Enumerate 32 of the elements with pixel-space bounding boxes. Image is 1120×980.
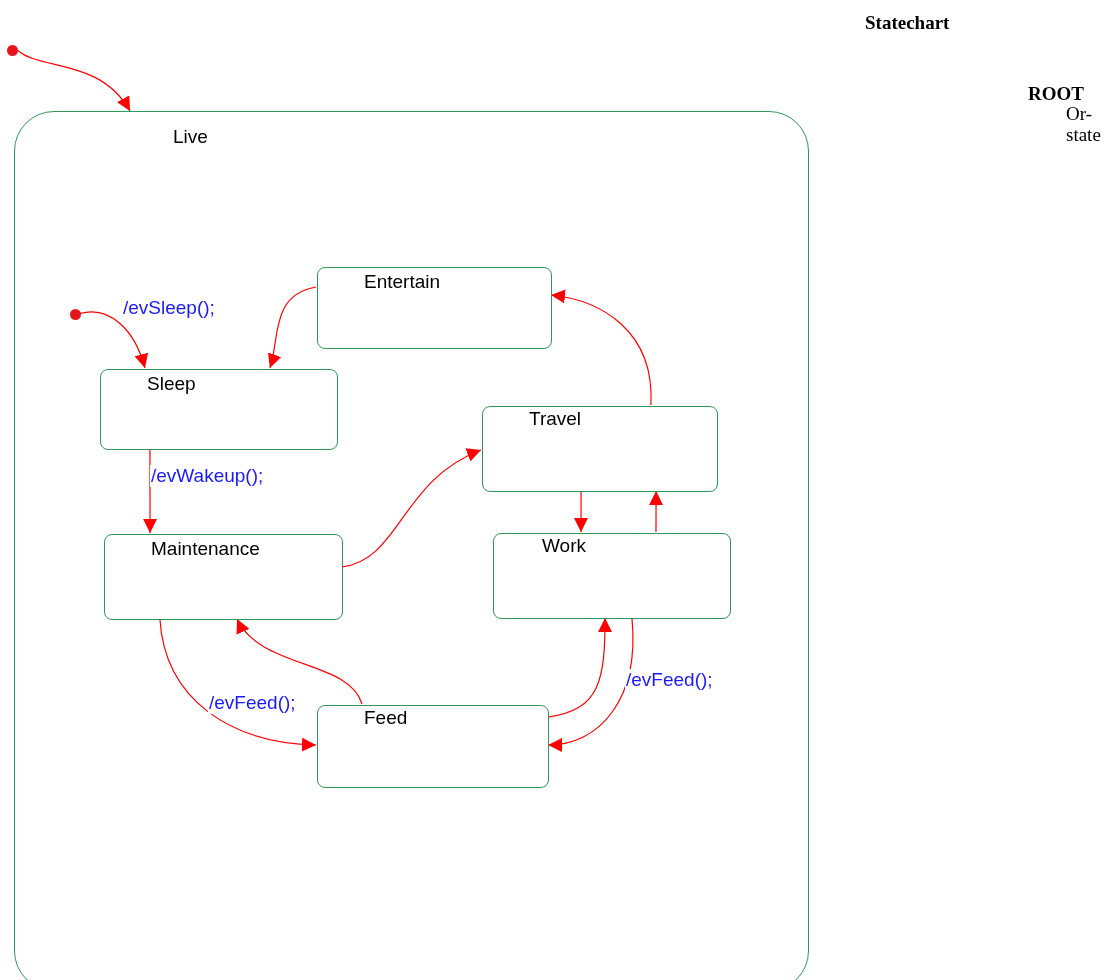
- state-box: [317, 267, 552, 349]
- transition-arrow: [341, 449, 482, 568]
- transition-arrow: [79, 311, 148, 369]
- state-name: ROOT: [1028, 83, 1084, 105]
- state-type-note: Or-state: [1066, 103, 1102, 145]
- initial-state-dot: [7, 45, 18, 56]
- transition-arrow: [159, 618, 317, 752]
- state-box: [100, 369, 338, 450]
- transition-arrow: [550, 290, 652, 406]
- state-name: Maintenance: [151, 538, 260, 560]
- state-name: Entertain: [364, 271, 441, 293]
- state-name: Travel: [529, 408, 582, 430]
- edge-label: /evWakeup();: [150, 465, 265, 487]
- transition-arrow: [143, 448, 158, 534]
- transition-arrow: [574, 490, 589, 533]
- state-name: Feed: [364, 707, 408, 729]
- state-box: [493, 533, 731, 619]
- transition-arrow: [547, 617, 612, 718]
- state-box: [317, 705, 549, 788]
- composite-state-name: Live: [173, 126, 208, 148]
- transition-arrow: [547, 617, 634, 751]
- transition-arrow: [267, 286, 317, 369]
- state-box: [482, 406, 718, 492]
- diagram-title: Statechart: [865, 12, 950, 34]
- state-box: [104, 534, 343, 620]
- state-name: Work: [542, 535, 586, 557]
- transition-arrow: [649, 490, 664, 533]
- transition-arrow: [236, 618, 363, 705]
- state-name: Sleep: [147, 373, 196, 395]
- transition-arrow: [17, 49, 131, 112]
- edge-label: /evFeed();: [625, 669, 714, 691]
- initial-state-dot: [70, 309, 81, 320]
